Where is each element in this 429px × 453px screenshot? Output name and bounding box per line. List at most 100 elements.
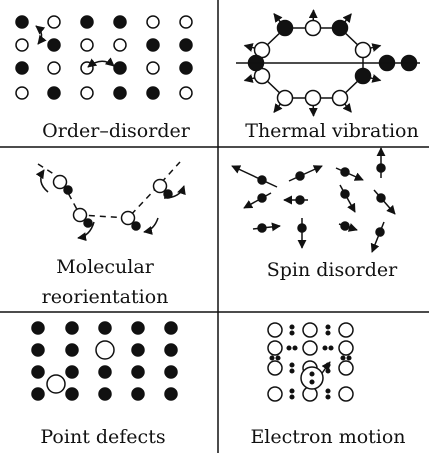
filled-atom [65,387,79,401]
caption-electron-motion: Electron motion [250,426,405,448]
spin-site [295,171,305,181]
panel-electron-motion: Electron motion [250,322,406,448]
electron [289,394,295,400]
filled-atom [164,343,178,357]
ion-site [338,340,354,356]
filled-atom [15,15,29,29]
filled-atom [131,387,145,401]
open-atom [80,61,94,75]
caption-molecular-reorientation-line2: reorientation [42,286,169,308]
electron [346,355,352,361]
filled-atom [113,15,127,29]
filled-atom [131,365,145,379]
caption-molecular-reorientation-line1: Molecular [56,256,154,278]
spin-arrow [288,165,323,182]
open-atom [276,89,294,107]
spin-site [376,193,386,203]
filled-atom [47,38,61,52]
swap-arrow-left [35,25,47,45]
electron [289,324,295,330]
ion-site [338,386,354,402]
electron [309,371,315,377]
molecule-open-end [52,174,68,190]
open-atom [354,41,372,59]
filled-atom [164,321,178,335]
filled-atom [131,321,145,335]
electron [309,379,315,385]
molecule-filled-end [63,185,73,195]
filled-atom [354,67,372,85]
order-disorder-lattice [15,15,193,100]
open-atom [304,89,322,107]
filled-atom [164,365,178,379]
electron [328,345,334,351]
open-atom [113,38,127,52]
vacancy [95,340,115,360]
electron [269,355,275,361]
filled-atom [98,365,112,379]
electron [286,345,292,351]
spin-arrow [335,167,364,181]
molecule-filled-end [83,218,93,228]
spin-site [257,175,267,185]
spin-site [340,189,350,199]
electron [289,362,295,368]
filled-atom [179,61,193,75]
filled-atom [65,343,79,357]
spin-arrow [370,221,385,253]
spin-site [297,223,307,233]
open-atom [80,86,94,100]
open-atom [304,19,322,37]
spin-site [340,167,350,177]
spin-site [375,227,385,237]
ion-site [338,360,354,376]
filled-atom [15,61,29,75]
molecule-open-end [120,210,136,226]
filled-atom [276,19,294,37]
electron [292,345,298,351]
interstitial-defect [46,374,66,394]
spin-arrow [373,189,396,215]
spin-arrow [231,165,278,188]
spin-arrow [243,192,272,209]
electron [325,368,331,374]
filled-atom [98,321,112,335]
open-atom [47,61,61,75]
spin-site [257,193,267,203]
filled-atom [179,38,193,52]
spin-arrow [339,184,356,213]
caption-spin-disorder: Spin disorder [267,259,398,281]
electron [289,330,295,336]
electron [322,345,328,351]
electron [325,362,331,368]
open-atom [15,38,29,52]
panel-thermal-vibration: Thermal vibration [236,9,420,142]
ion-site [267,386,283,402]
filled-atom [113,61,127,75]
caption-point-defects: Point defects [40,426,165,448]
panel-point-defects: Point defects [31,321,178,448]
hopping-electron-site [300,366,324,390]
spin-site [257,223,267,233]
open-atom [146,15,160,29]
open-atom [80,38,94,52]
filled-atom [65,321,79,335]
filled-atom [80,15,94,29]
open-atom [15,86,29,100]
spin-site [376,163,386,173]
ion-site [267,340,283,356]
ion-site [338,322,354,338]
electron [325,388,331,394]
open-atom [47,15,61,29]
filled-atom [31,343,45,357]
molecule-filled-end [131,221,141,231]
filled-atom [113,86,127,100]
electron [325,394,331,400]
panel-molecular-reorientation: Molecular reorientation [35,161,186,308]
ion-site [302,322,318,338]
filled-atom [131,343,145,357]
open-atom [179,86,193,100]
open-atom [146,61,160,75]
